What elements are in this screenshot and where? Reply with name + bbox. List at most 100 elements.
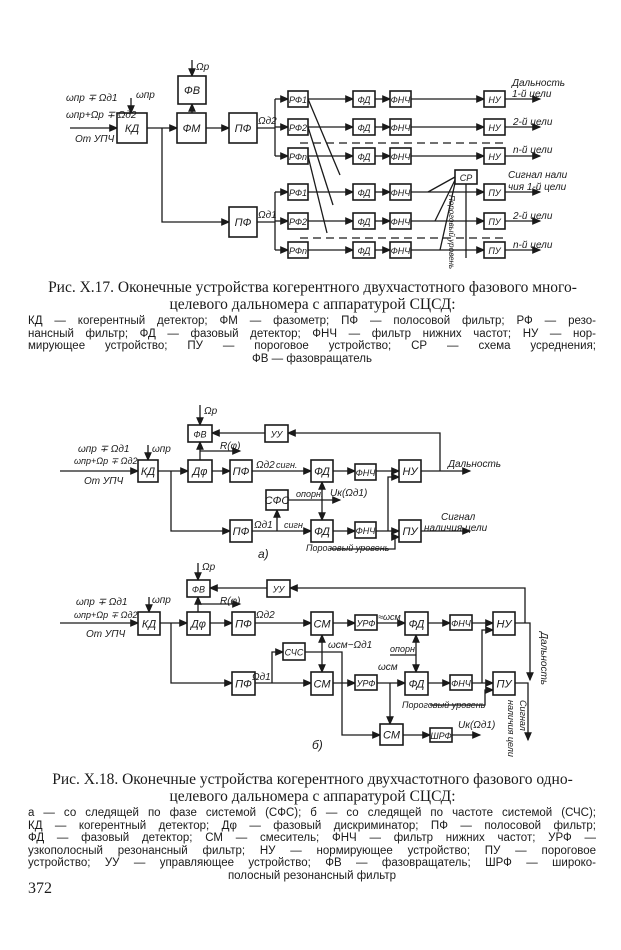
legend-line: устройство; УУ — управляющее устройство;… <box>28 857 596 869</box>
block-label: УРФ <box>356 619 376 629</box>
output-label: Сигнал <box>441 512 476 523</box>
figure-17-caption: Рис. X.17. Оконечные устройства когерент… <box>40 279 585 313</box>
input-signal-label: ωпр ∓ Ωд1 <box>76 597 127 608</box>
signal-line <box>305 651 382 739</box>
input-signal-label: ωпр+Ωр ∓ Ωд2 <box>66 110 137 121</box>
block-label: ФНЧ <box>451 619 472 629</box>
block-label: КД <box>125 123 139 135</box>
block-label: ФД <box>358 246 372 256</box>
kd-block: КД <box>137 459 159 483</box>
block-label: ФВ <box>192 585 205 595</box>
source-label: От УПЧ <box>86 629 126 640</box>
nu-block: НУ <box>398 459 422 483</box>
signal-label: R(φ) <box>220 596 240 607</box>
input-signal-label: ωпр ∓ Ωд1 <box>66 93 117 104</box>
block-label: РФ1 <box>289 188 307 198</box>
block-label: ФНЧ <box>391 246 412 256</box>
fnch-block: ФНЧ <box>354 521 377 539</box>
shrf-block: ШРФ <box>429 727 453 743</box>
output-label: Дальность <box>511 78 565 89</box>
output-label: наличия цели <box>506 700 516 757</box>
signal-line <box>161 128 231 226</box>
block-label: ФНЧ <box>356 468 377 478</box>
output-label: n-й цели <box>513 240 553 251</box>
threshold-label: Пороговый уровень <box>306 543 390 553</box>
block-label: НУ <box>488 95 501 105</box>
rf-block: РФ1 <box>287 183 309 201</box>
pu-block: ПУ <box>483 212 506 230</box>
legend-line: ФВ — фазовращатель <box>252 352 372 365</box>
block-label: СМ <box>314 619 332 631</box>
fnch-block: ФНЧ <box>389 183 412 201</box>
fd-block: ФД <box>352 90 376 108</box>
pf-block: ПФ <box>228 206 258 238</box>
block-label: КД <box>141 466 155 478</box>
caption-line: целевого дальномера с аппаратурой СЦСД: <box>169 788 456 805</box>
block-label: ФНЧ <box>391 95 412 105</box>
figure-18-caption: Рис. X.18. Оконечные устройства когерент… <box>40 771 585 805</box>
block-label: ФД <box>358 123 372 133</box>
phase-ref-label: Ωр <box>196 62 210 73</box>
block-label: РФn <box>289 246 307 256</box>
figure-18-legend: а — со следящей по фазе системой (СФС); … <box>28 807 596 882</box>
signal-line <box>170 623 234 687</box>
subfigure-label: б) <box>312 738 323 752</box>
block-label: КД <box>142 619 156 631</box>
fnch-block: ФНЧ <box>389 147 412 165</box>
block-label: ФД <box>409 619 425 631</box>
block-label: ПФ <box>233 526 250 538</box>
omega-label: Ωд2 <box>258 116 277 127</box>
fd-block: ФД <box>352 241 376 259</box>
threshold-label: Пороговый уровень <box>447 195 456 269</box>
fd-block: ФД <box>310 459 334 483</box>
signal-line <box>170 471 232 535</box>
block-label: Дφ <box>191 466 208 478</box>
output-label: Сигнал нали <box>508 170 568 181</box>
output-label: 2-й цели <box>512 117 553 128</box>
block-label: ПФ <box>235 679 252 691</box>
kd-block: КД <box>116 112 148 144</box>
block-label: ПФ <box>235 217 252 229</box>
output-label: 2-й цели <box>512 211 553 222</box>
fd-block: ФД <box>352 147 376 165</box>
urf-block: УРФ <box>354 674 378 691</box>
block-label: ФНЧ <box>356 526 377 536</box>
rf-block: РФ2 <box>287 118 309 136</box>
output-label: чия 1-й цели <box>508 182 567 193</box>
legend-line: а — со следящей по фазе системой (СФС); … <box>28 807 596 819</box>
signal-line <box>307 155 328 234</box>
block-label: РФ2 <box>289 217 307 227</box>
phase-ref-label: Ωр <box>204 406 218 417</box>
output-label: n-й цели <box>513 145 553 156</box>
block-label: ПФ <box>233 466 250 478</box>
block-label: НУ <box>488 152 501 162</box>
block-label: ФНЧ <box>391 217 412 227</box>
fnch-block: ФНЧ <box>389 241 412 259</box>
source-label: От УПЧ <box>84 476 124 487</box>
rf-block: РФ2 <box>287 212 309 230</box>
block-label: СМ <box>383 730 401 742</box>
output-label: Дальность <box>447 459 501 470</box>
signal-label: опорн <box>390 644 415 654</box>
pf-block: ПФ <box>229 519 253 543</box>
fd-block: ФД <box>404 671 429 696</box>
block-label: ФВ <box>184 85 200 97</box>
fd-block: ФД <box>310 519 334 543</box>
block-label: СФС <box>265 495 290 507</box>
pf-block: ПФ <box>231 671 256 696</box>
block-label: УРФ <box>356 679 376 689</box>
signal-label: опорн. <box>296 489 323 499</box>
block-label: ФД <box>358 152 372 162</box>
legend-line: полосный резонансный фильтр <box>227 869 397 882</box>
signal-line <box>481 626 495 683</box>
urf-block: УРФ <box>354 614 378 631</box>
block-label: ФНЧ <box>391 123 412 133</box>
pf-block: ПФ <box>229 459 253 483</box>
signal-line <box>387 473 401 531</box>
omega-label: ωсм <box>378 662 398 673</box>
block-label: СМ <box>314 679 332 691</box>
cm-block: СМ <box>379 723 404 746</box>
lo-label: ωпр <box>136 90 155 101</box>
subfigure-label: а) <box>258 547 269 561</box>
signal-label: сигн. <box>276 460 297 470</box>
